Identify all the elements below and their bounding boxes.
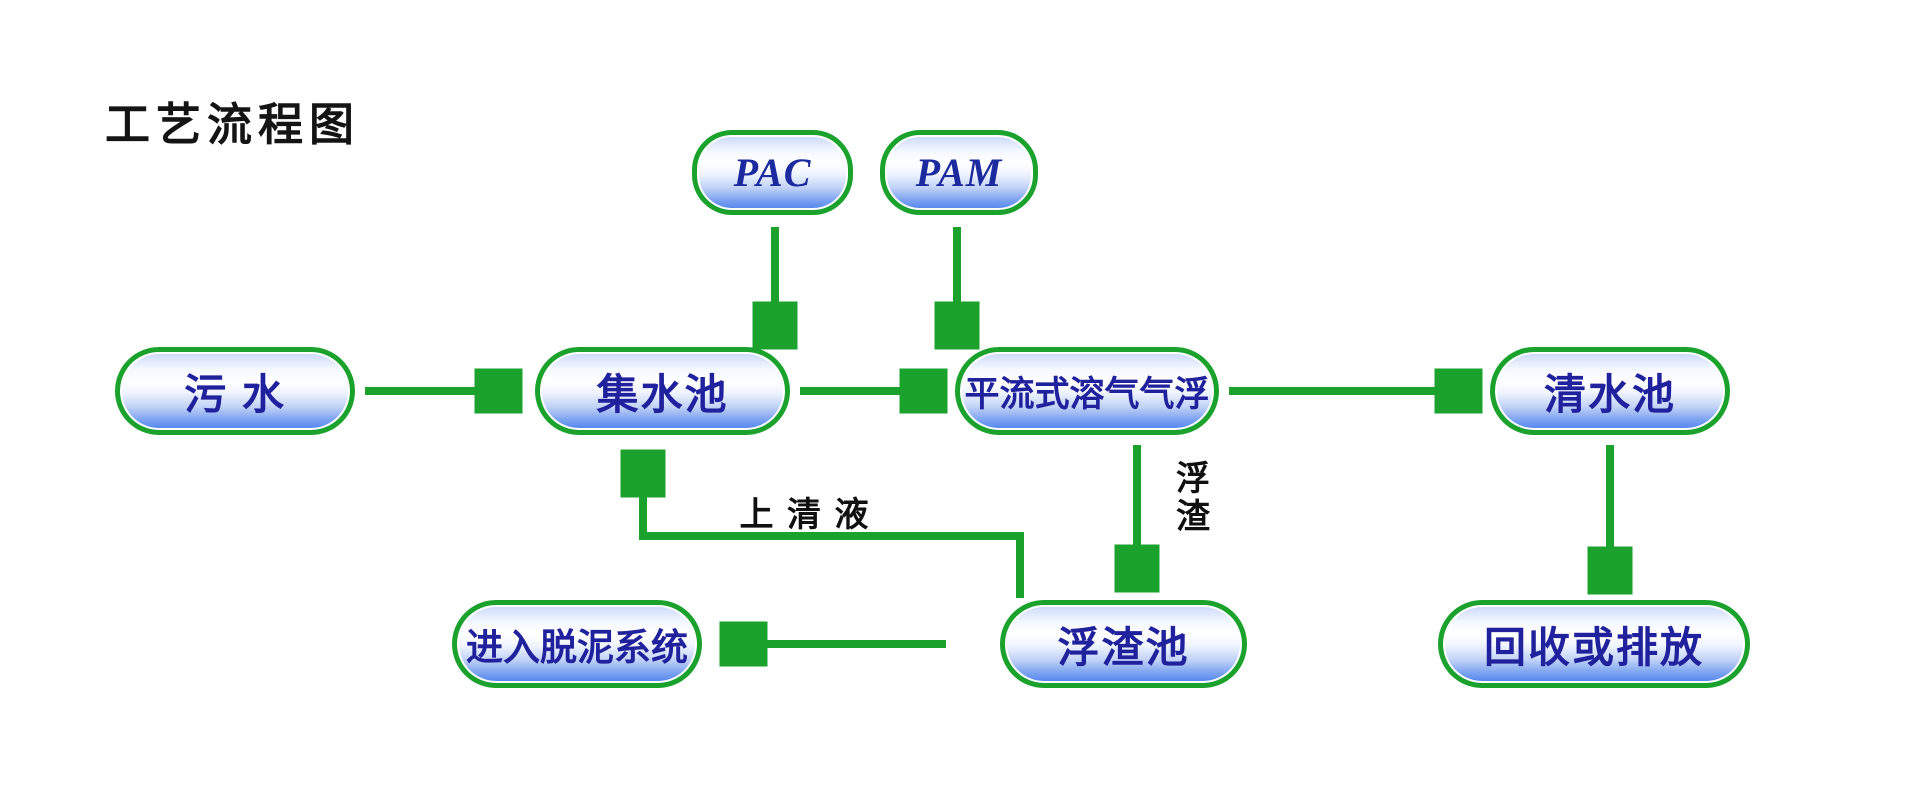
edge-label-scum: 浮 渣 xyxy=(1176,460,1210,536)
node-scum-pool: 浮渣池 xyxy=(1000,600,1247,688)
page-title: 工艺流程图 xyxy=(105,99,361,150)
node-collect-pool: 集水池 xyxy=(535,347,790,435)
node-wastewater: 污 水 xyxy=(115,347,355,435)
edge-label-supernatant: 上 清 液 xyxy=(739,496,871,534)
arrow-scumpool-return-to-collect xyxy=(643,456,1024,598)
node-pac: PAC xyxy=(692,130,853,215)
node-recycle-or-discharge: 回收或排放 xyxy=(1438,600,1750,688)
node-desludge-system: 进入脱泥系统 xyxy=(452,600,702,688)
node-clearwater-pool: 清水池 xyxy=(1490,347,1730,435)
node-daf-unit: 平流式溶气气浮 xyxy=(955,347,1219,435)
node-pam: PAM xyxy=(880,130,1038,215)
